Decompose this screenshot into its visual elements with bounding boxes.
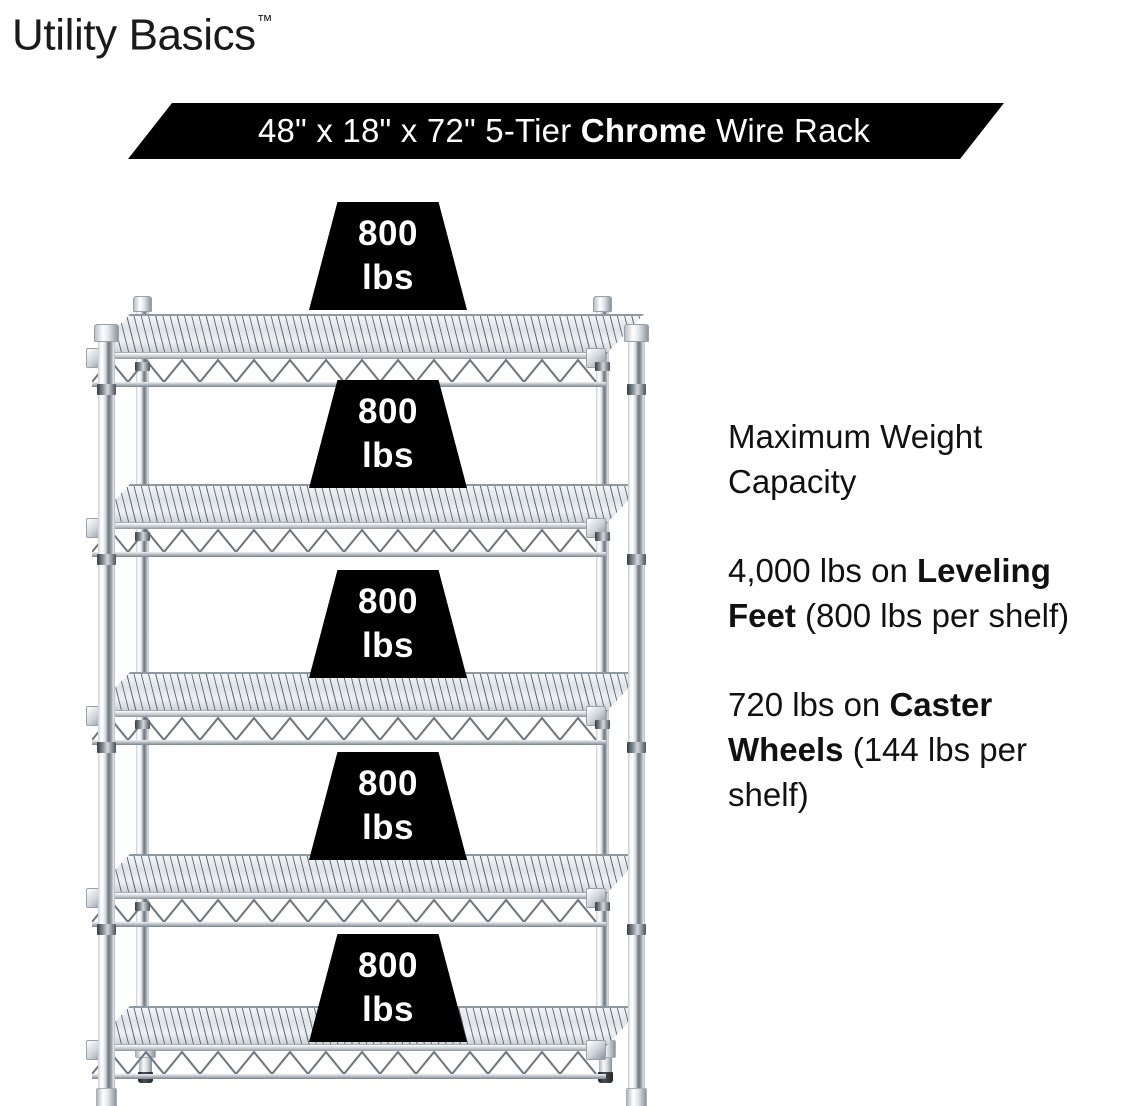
shelf-tier-4 — [86, 854, 644, 928]
post-collar — [595, 902, 610, 911]
weight-callout-tier-1: 800 lbs — [309, 202, 467, 310]
post-collar — [627, 924, 646, 935]
post-collar — [595, 362, 610, 371]
capacity-copy-block: Maximum Weight Capacity 4,000 lbs on Lev… — [728, 414, 1100, 817]
shelf-deck — [92, 314, 644, 354]
shelf-tier-3 — [86, 672, 644, 746]
leveling-feet-lead: 4,000 lbs on — [728, 552, 917, 589]
weight-unit: lbs — [361, 626, 415, 665]
front-left-post — [98, 332, 115, 1096]
post-collar — [595, 532, 610, 541]
rear-left-post-cap — [133, 296, 152, 312]
rear-right-post-cap — [593, 296, 612, 312]
shelf-corner-bracket — [586, 1040, 606, 1060]
post-collar — [135, 532, 150, 541]
shelf-front-rail — [92, 522, 606, 529]
shelf-truss — [92, 898, 606, 924]
capacity-heading: Maximum Weight Capacity — [728, 418, 983, 500]
post-collar — [135, 362, 150, 371]
shelf-front-rail — [92, 352, 606, 359]
shelf-bottom-rail — [92, 1074, 606, 1079]
post-collar — [627, 554, 646, 565]
weight-value: 800 — [358, 581, 418, 621]
caster-wheels-detail: (144 lbs per shelf) — [728, 731, 1027, 813]
leveling-feet-emphasis: Leveling Feet — [728, 552, 1051, 634]
front-left-leveling-foot — [96, 1088, 117, 1106]
caster-wheels-emphasis: Caster Wheels — [728, 686, 993, 768]
post-collar — [97, 742, 116, 753]
weight-unit: lbs — [361, 808, 415, 847]
shelf-truss — [92, 716, 606, 742]
post-collar — [627, 384, 646, 395]
shelf-truss — [92, 1050, 606, 1076]
weight-callout-tier-4: 800 lbs — [309, 752, 467, 860]
post-collar — [97, 554, 116, 565]
banner-tier: 5-Tier — [485, 112, 572, 149]
weight-callout-tier-5: 800 lbs — [309, 934, 467, 1042]
shelf-deck — [92, 854, 644, 894]
title-banner: 48" x 18" x 72" 5-Tier Chrome Wire Rack — [128, 103, 1004, 159]
wire-rack-illustration — [80, 288, 670, 1106]
banner-title: 48" x 18" x 72" 5-Tier Chrome Wire Rack — [258, 113, 870, 149]
brand-name: Utility Basics — [12, 10, 256, 60]
banner-material: Chrome — [580, 112, 707, 149]
foot-collar — [96, 1088, 117, 1106]
brand-logo: Utility Basics™ — [12, 4, 273, 62]
shelf-truss — [92, 528, 606, 554]
shelf-tier-1 — [86, 314, 644, 388]
shelf-bottom-rail — [92, 552, 606, 557]
caster-wheels-capacity: 720 lbs on Caster Wheels (144 lbs per sh… — [728, 682, 1100, 817]
weight-callout-tier-3: 800 lbs — [309, 570, 467, 678]
post-collar — [135, 720, 150, 729]
post-collar — [97, 924, 116, 935]
weight-value: 800 — [358, 213, 418, 253]
banner-dimensions: 48" x 18" x 72" — [257, 112, 476, 149]
post-collar — [595, 720, 610, 729]
caster-wheels-lead: 720 lbs on — [728, 686, 890, 723]
trademark-symbol: ™ — [256, 13, 273, 30]
post-collar — [97, 384, 116, 395]
post-collar — [627, 742, 646, 753]
shelf-tier-2 — [86, 484, 644, 558]
shelf-front-rail — [92, 1044, 606, 1051]
shelf-front-rail — [92, 710, 606, 717]
shelf-deck — [92, 672, 644, 712]
shelf-deck — [92, 484, 644, 524]
weight-value: 800 — [358, 763, 418, 803]
leveling-feet-detail: (800 lbs per shelf) — [795, 597, 1070, 634]
shelf-bottom-rail — [92, 922, 606, 927]
leveling-feet-capacity: 4,000 lbs on Leveling Feet (800 lbs per … — [728, 548, 1100, 638]
weight-value: 800 — [358, 391, 418, 431]
front-left-post-cap — [94, 324, 119, 342]
front-right-post — [628, 332, 645, 1096]
shelf-front-rail — [92, 892, 606, 899]
foot-stem — [139, 1058, 152, 1072]
weight-unit: lbs — [361, 990, 415, 1029]
weight-callout-tier-2: 800 lbs — [309, 380, 467, 488]
shelf-bottom-rail — [92, 740, 606, 745]
weight-unit: lbs — [361, 258, 415, 297]
post-collar — [135, 902, 150, 911]
front-right-leveling-foot — [626, 1088, 647, 1106]
weight-unit: lbs — [361, 436, 415, 475]
banner-product: Wire Rack — [716, 112, 871, 149]
foot-stem — [599, 1058, 612, 1072]
weight-value: 800 — [358, 945, 418, 985]
front-right-post-cap — [624, 324, 649, 342]
shelf-tier-5 — [86, 1006, 644, 1080]
foot-collar — [626, 1088, 647, 1106]
